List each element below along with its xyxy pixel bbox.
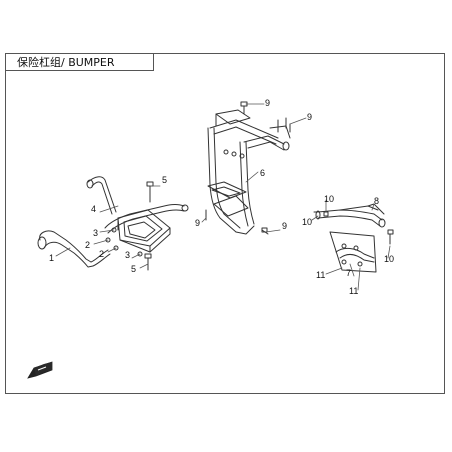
callout-3: 3 — [93, 228, 98, 238]
callout-9: 9 — [307, 112, 312, 122]
callout-6: 6 — [260, 168, 265, 178]
callout-5: 5 — [131, 264, 136, 274]
side-step-bar — [315, 203, 386, 228]
callout-labels: 1 2 2 3 3 4 5 5 6 7 8 9 9 9 9 10 10 10 1… — [49, 98, 394, 296]
callout-9: 9 — [195, 218, 200, 228]
callout-10: 10 — [324, 194, 334, 204]
front-bolts — [105, 181, 154, 271]
callout-9: 9 — [265, 98, 270, 108]
rear-bumper-frame — [207, 109, 291, 235]
front-bumper-tube — [37, 230, 111, 268]
rear-frame-bolts — [205, 101, 291, 235]
upper-front-bar — [86, 176, 189, 234]
drawing-frame — [5, 53, 445, 394]
callout-2: 2 — [99, 249, 104, 259]
page-title: 保险杠组/ BUMPER — [17, 55, 115, 69]
callout-7: 7 — [346, 268, 351, 278]
callout-11: 11 — [349, 286, 358, 296]
callout-3: 3 — [125, 250, 130, 260]
callout-11: 11 — [316, 270, 325, 280]
callout-4: 4 — [91, 204, 96, 214]
callout-8: 8 — [374, 196, 379, 206]
callout-2: 2 — [85, 240, 90, 250]
callout-1: 1 — [49, 253, 54, 263]
front-direction-arrow-icon — [27, 361, 53, 379]
title-box: 保险杠组/ BUMPER — [5, 53, 154, 71]
callout-9: 9 — [282, 221, 287, 231]
callout-5: 5 — [162, 175, 167, 185]
leader-lines — [55, 103, 391, 291]
callout-10: 10 — [384, 254, 394, 264]
mounting-bracket — [329, 231, 377, 273]
front-skid-plate — [117, 209, 171, 253]
callout-10: 10 — [302, 217, 312, 227]
